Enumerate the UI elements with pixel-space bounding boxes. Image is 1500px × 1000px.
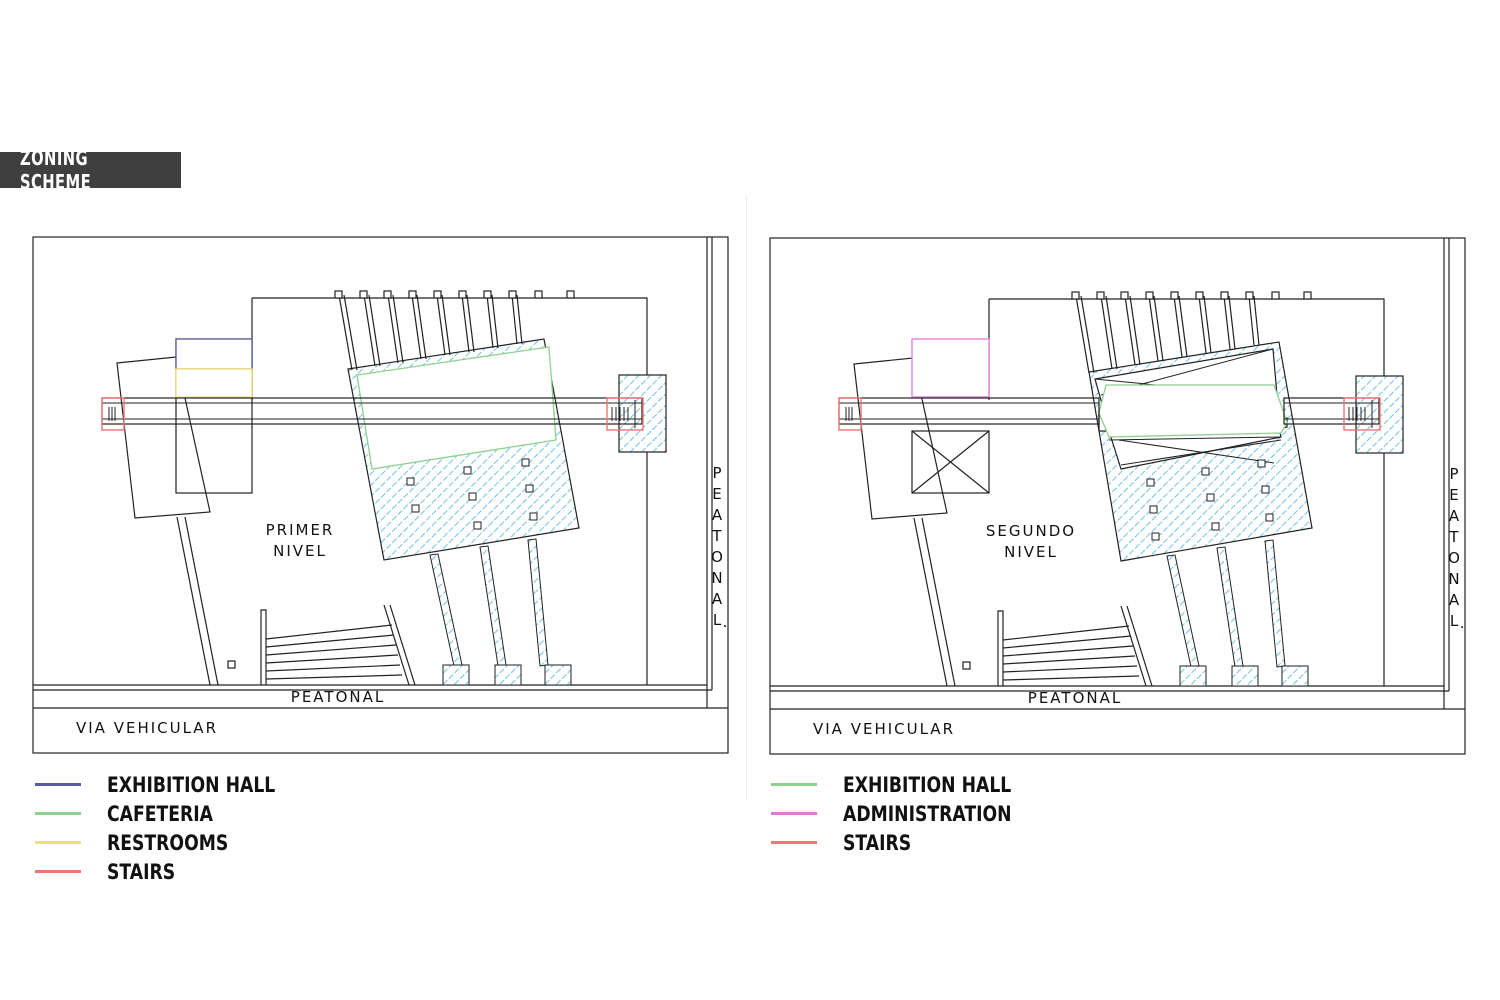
svg-text:.: . <box>1460 614 1467 632</box>
legend-item: ADMINISTRATION <box>771 799 1049 828</box>
svg-text:E: E <box>712 485 723 503</box>
legend-label: STAIRS <box>843 830 912 855</box>
legend-swatch <box>771 783 817 786</box>
svg-text:O: O <box>1448 549 1462 567</box>
svg-text:N: N <box>1448 570 1461 588</box>
legend-item: STAIRS <box>35 857 312 886</box>
street-label-right: P E A T O N A L . <box>1448 465 1467 632</box>
legend-label: EXHIBITION HALL <box>107 772 276 797</box>
road-label: VIA VEHICULAR <box>813 720 955 738</box>
legend-swatch <box>771 841 817 844</box>
svg-text:A: A <box>712 506 724 524</box>
legend-swatch <box>771 812 817 815</box>
legend-label: ADMINISTRATION <box>843 801 1012 826</box>
legend-segundo-nivel: EXHIBITION HALL ADMINISTRATION STAIRS <box>771 770 1049 857</box>
legend-swatch <box>35 812 81 815</box>
legend-item: CAFETERIA <box>35 799 312 828</box>
street-label-bottom: PEATONAL <box>291 688 385 706</box>
svg-text:L: L <box>713 611 723 629</box>
level-label-line1: SEGUNDO <box>986 522 1076 540</box>
svg-text:A: A <box>712 590 724 608</box>
legend-item: STAIRS <box>771 828 1049 857</box>
street-label-right: P E A T O N A L . <box>711 464 730 631</box>
svg-text:T: T <box>1448 528 1460 546</box>
page-title: ZONING SCHEME <box>0 146 181 194</box>
legend-item: EXHIBITION HALL <box>35 770 312 799</box>
svg-text:P: P <box>1449 465 1460 483</box>
panel-divider <box>746 195 747 800</box>
legend-swatch <box>35 783 81 786</box>
site-boundary <box>32 236 729 754</box>
level-label-line2: NIVEL <box>273 542 327 560</box>
legend-label: STAIRS <box>107 859 176 884</box>
level-label-line1: PRIMER <box>266 521 335 539</box>
svg-text:N: N <box>711 569 724 587</box>
legend-label: RESTROOMS <box>107 830 229 855</box>
svg-text:A: A <box>1449 591 1461 609</box>
left-annex <box>116 356 211 519</box>
svg-text:P: P <box>712 464 723 482</box>
svg-text:L: L <box>1450 612 1460 630</box>
street-label-bottom: PEATONAL <box>1028 689 1122 707</box>
legend-label: CAFETERIA <box>107 801 213 826</box>
legend-primer-nivel: EXHIBITION HALL CAFETERIA RESTROOMS STAI… <box>35 770 312 886</box>
road-label: VIA VEHICULAR <box>76 719 218 737</box>
svg-text:A: A <box>1449 507 1461 525</box>
legend-swatch <box>35 841 81 844</box>
svg-text:O: O <box>711 548 725 566</box>
plan-primer-nivel: PRIMER NIVEL PEATONAL VIA VEHICULAR P E … <box>32 236 730 754</box>
level-label-line2: NIVEL <box>1004 543 1058 561</box>
legend-swatch <box>35 870 81 873</box>
plan-segundo-nivel: SEGUNDO NIVEL PEATONAL VIA VEHICULAR P E… <box>769 237 1467 755</box>
legend-item: RESTROOMS <box>35 828 312 857</box>
legend-label: EXHIBITION HALL <box>843 772 1012 797</box>
svg-text:T: T <box>711 527 723 545</box>
legend-item: EXHIBITION HALL <box>771 770 1049 799</box>
svg-text:E: E <box>1449 486 1460 504</box>
svg-text:.: . <box>723 613 730 631</box>
